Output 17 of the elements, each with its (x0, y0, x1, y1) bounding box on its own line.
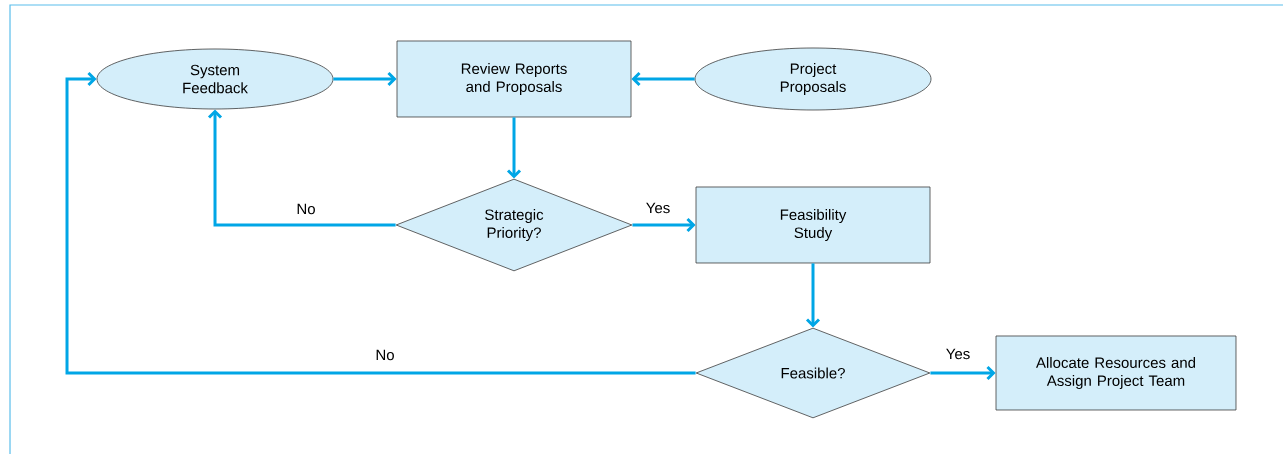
process-box: Feasibility Study (695, 186, 931, 264)
arrow (631, 71, 695, 87)
arrow (333, 71, 397, 87)
process-box: Allocate Resources and Assign Project Team (995, 335, 1237, 411)
arrow (65, 71, 696, 375)
edge-label: No (374, 348, 396, 362)
process-box: Review Reports and Proposals (396, 40, 632, 118)
arrow (930, 365, 996, 381)
arrow (207, 109, 396, 227)
edge-label: No (295, 202, 317, 216)
ellipse-node: Project Proposals (694, 47, 932, 111)
edge-label: Yes (644, 201, 672, 215)
arrow (632, 217, 696, 233)
ellipse-node: System Feedback (96, 48, 334, 110)
arrow (805, 263, 821, 328)
arrow (506, 117, 522, 179)
edge-label: Yes (944, 347, 972, 361)
